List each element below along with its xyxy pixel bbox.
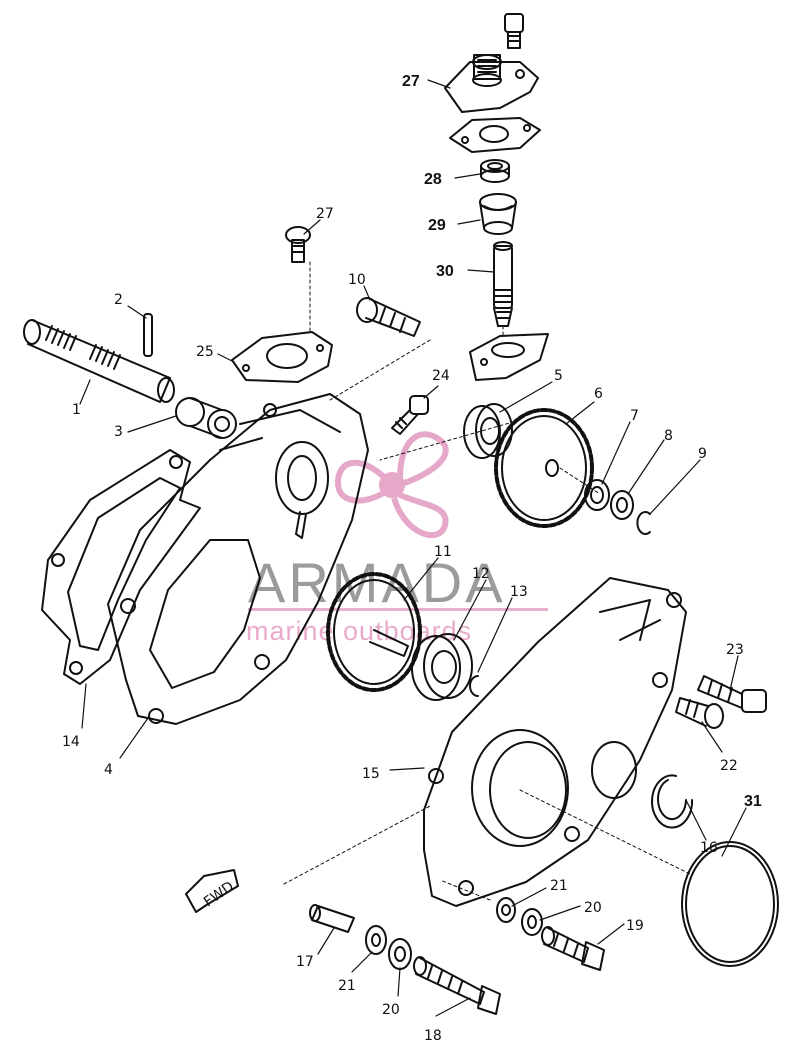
part-13-clip (469, 675, 479, 697)
part-12-bearing (411, 633, 473, 701)
part-21-washer-right (496, 897, 516, 923)
part-6-gear (494, 408, 594, 528)
part-30-base-plate (469, 333, 549, 381)
watermark-brand: ARMADA (248, 551, 506, 614)
part-5-bearing (463, 403, 513, 459)
callout-17: 17 (296, 954, 314, 970)
part-19-bolt (541, 926, 605, 971)
part-27-bolt-small (285, 226, 311, 263)
callout-28: 28 (424, 171, 442, 188)
callout-2: 2 (114, 292, 123, 308)
part-16-circlip (651, 774, 694, 829)
part-23-bolt (697, 675, 767, 713)
callout-25: 25 (196, 344, 214, 360)
callout-19: 19 (626, 918, 644, 934)
callout-13: 13 (510, 584, 528, 600)
callout-20-left: 20 (382, 1002, 400, 1018)
callouts: 27 28 29 30 27 10 2 25 1 3 24 5 6 7 8 9 … (62, 73, 762, 1044)
part-31-o-ring (681, 841, 779, 967)
callout-14: 14 (62, 734, 80, 750)
callout-10: 10 (348, 272, 366, 288)
callout-11: 11 (434, 544, 452, 560)
callout-5: 5 (554, 368, 563, 384)
callout-20-right: 20 (584, 900, 602, 916)
part-29-bushing (479, 193, 517, 235)
callout-23: 23 (726, 642, 744, 658)
part-7-washer (584, 479, 610, 511)
watermark-underline (248, 608, 548, 611)
callout-4: 4 (104, 762, 113, 778)
alignment-lines (283, 261, 691, 901)
watermark-tagline: marine outboards (246, 616, 472, 646)
callout-12: 12 (472, 566, 490, 582)
callout-3: 3 (114, 424, 123, 440)
part-2-pin (143, 313, 153, 357)
callout-31: 31 (744, 793, 762, 810)
part-28-seal (480, 159, 510, 183)
part-27-bolt-top (504, 13, 524, 49)
part-11-gear (326, 572, 422, 692)
part-21-washer-left (365, 925, 387, 955)
callout-9: 9 (698, 446, 707, 462)
part-15-cover (423, 577, 687, 907)
part-24-bolt (391, 395, 429, 435)
callout-24: 24 (432, 368, 450, 384)
callout-27-top: 27 (402, 73, 420, 90)
callout-27-small: 27 (316, 206, 334, 222)
callout-6: 6 (594, 386, 603, 402)
part-18-bolt (413, 956, 501, 1015)
callout-30: 30 (436, 263, 454, 280)
part-25-gasket (231, 331, 333, 383)
part-9-circlip (636, 511, 651, 535)
part-27-flange (444, 54, 539, 113)
callout-1: 1 (72, 402, 81, 418)
part-22-bolt (675, 697, 724, 729)
leader-lines (79, 79, 747, 1017)
part-3-bushing (175, 397, 237, 439)
callout-22: 22 (720, 758, 738, 774)
part-10-bolt (356, 297, 421, 337)
part-8-washer (610, 490, 634, 520)
callout-15: 15 (362, 766, 380, 782)
callout-21-right: 21 (550, 878, 568, 894)
callout-7: 7 (630, 408, 639, 424)
callout-29: 29 (428, 217, 446, 234)
callout-21-left: 21 (338, 978, 356, 994)
callout-8: 8 (664, 428, 673, 444)
part-1-shaft (23, 319, 175, 403)
part-20-washer-right (521, 908, 543, 936)
part-4-lower-case (107, 393, 369, 725)
callout-16: 16 (700, 840, 718, 856)
fwd-direction-marker (185, 869, 239, 913)
callout-18: 18 (424, 1028, 442, 1044)
part-17-dowel (309, 904, 355, 933)
part-gasket-upper (449, 117, 541, 153)
part-14-gasket (41, 449, 201, 685)
